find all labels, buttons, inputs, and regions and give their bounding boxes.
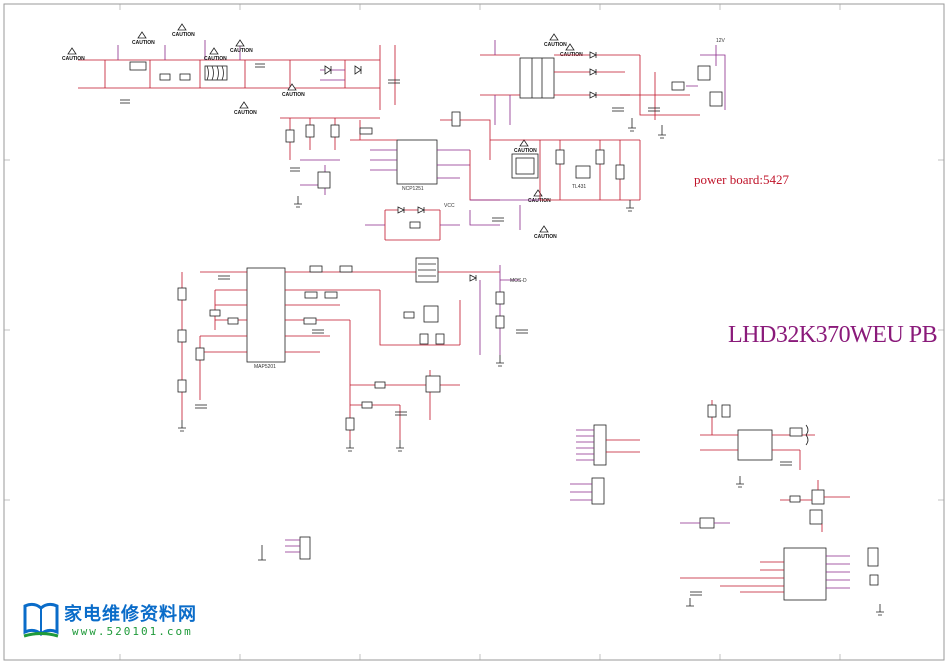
power-board-note: power board:5427 xyxy=(694,172,789,187)
controller-ic xyxy=(396,139,438,185)
vcc-label: VCC xyxy=(444,203,455,209)
flyback-controller-section: NCP1251 xyxy=(350,111,500,201)
main-transformer xyxy=(519,57,555,99)
input-filter-section xyxy=(78,40,300,104)
ground-symbols xyxy=(294,196,884,616)
caution-label: CAUTION xyxy=(230,48,253,54)
ref-12v-label: 12V xyxy=(716,38,726,44)
pfc-section: MAP5201 xyxy=(177,265,380,420)
mcu-ic xyxy=(783,547,827,601)
caution-label: CAUTION xyxy=(534,234,557,240)
caution-label: CAUTION xyxy=(172,32,195,38)
switch-section xyxy=(680,480,850,532)
pfc-ic xyxy=(246,267,286,363)
switch-transistor xyxy=(811,489,825,505)
transistor-q xyxy=(317,171,331,189)
frame-ticks xyxy=(4,4,944,660)
bridge-rectifier-section xyxy=(280,45,400,195)
switch-transistor-2 xyxy=(809,509,823,525)
caution-markers: CAUTION CAUTION CAUTION CAUTION CAUTION … xyxy=(62,23,583,240)
shunt-regulator xyxy=(575,165,591,179)
protection-transistor xyxy=(425,375,441,393)
connector-cn3 xyxy=(299,536,311,560)
protection-section xyxy=(178,320,460,452)
caution-label: CAUTION xyxy=(282,92,305,98)
dc-dc-section xyxy=(700,400,815,470)
shunt-regulator-label: TL431 xyxy=(572,184,586,190)
site-logo: 家电维修资料网 www.520101.com xyxy=(22,598,202,646)
transistor-12v-2 xyxy=(709,91,723,107)
connector-cn2 xyxy=(591,477,605,505)
pfc-power-stage: MOS-D xyxy=(379,257,528,355)
buck-regulator-ic xyxy=(737,429,773,461)
caution-label: CAUTION xyxy=(204,56,227,62)
caution-label: CAUTION xyxy=(234,110,257,116)
pfc-mosfet xyxy=(423,305,439,323)
pfc-ic-label: MAP5201 xyxy=(254,364,276,370)
feedback-section: TL431 xyxy=(469,139,641,230)
sheet-frame xyxy=(3,3,945,661)
standby-section: VCC xyxy=(365,203,460,241)
mos-label: MOS-D xyxy=(510,278,527,284)
logo-text: 家电维修资料网 xyxy=(64,604,197,625)
transistor-12v xyxy=(697,65,711,81)
controller-ic-label: NCP1251 xyxy=(402,186,424,192)
mcu-section xyxy=(680,547,879,607)
caution-label: CAUTION xyxy=(514,148,537,154)
caution-label: CAUTION xyxy=(544,42,567,48)
input-choke xyxy=(129,61,147,71)
book-icon xyxy=(23,602,59,638)
caution-label: CAUTION xyxy=(62,56,85,62)
logo-url: www.520101.com xyxy=(72,625,193,638)
mosfet-main xyxy=(451,111,461,127)
connector-cn1 xyxy=(593,424,607,466)
common-mode-choke xyxy=(204,65,228,81)
connector-section xyxy=(258,424,640,561)
caution-label: CAUTION xyxy=(528,198,551,204)
caution-label: CAUTION xyxy=(132,40,155,46)
transformer-section: 12V xyxy=(480,38,726,139)
board-model-title: LHD32K370WEU PB xyxy=(728,322,938,348)
